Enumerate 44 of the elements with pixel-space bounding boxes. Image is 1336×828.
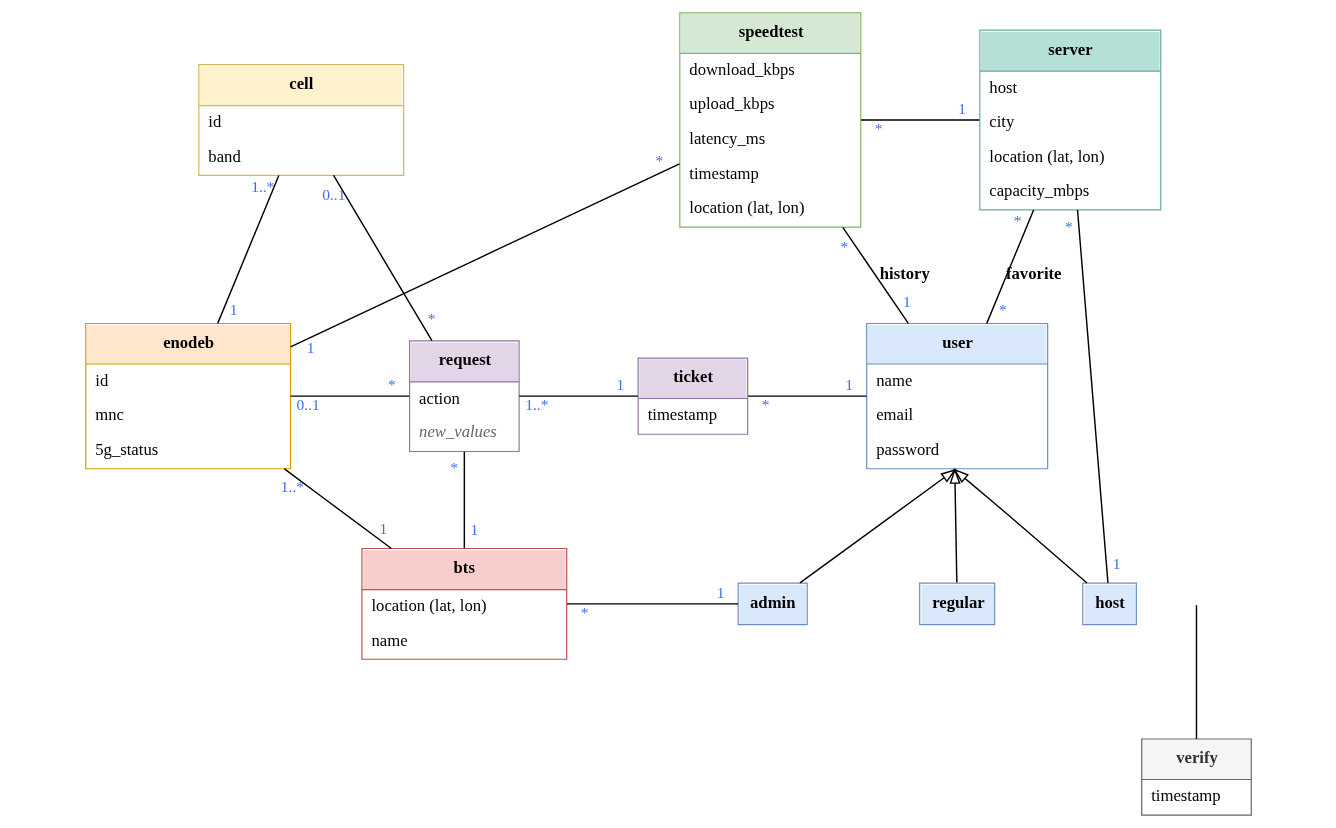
label: 0..1 [321,185,345,203]
connector [985,209,1034,325]
label: * [1064,218,1073,236]
connector [332,174,433,342]
edge-label: history [879,263,930,283]
label: 1 [616,376,624,394]
connector [216,174,280,325]
label: 1 [844,376,853,394]
label: * [449,459,458,477]
label: * [998,301,1007,319]
connector [1076,209,1109,584]
label: 1 [716,583,724,601]
label: 1 [1112,554,1120,572]
edge-label: favorite [1005,263,1061,283]
connector [289,163,680,348]
label: 1 [306,338,315,356]
connector [859,119,980,121]
label: 1..* [250,177,274,195]
label: * [1013,212,1021,230]
label: 1..* [524,396,548,414]
label: * [839,237,848,255]
label: 1 [470,520,478,538]
label: 1..* [280,477,304,495]
connector [1195,604,1197,740]
connector [463,451,465,549]
connector [746,395,867,397]
label: * [580,604,588,622]
connector [565,603,739,605]
connector [283,468,392,550]
label: 0..1 [296,396,320,414]
connector [518,395,639,397]
label: 1 [902,293,911,311]
label: 1 [379,519,387,537]
label: 1 [957,99,966,117]
label: * [874,120,882,138]
label: * [427,310,436,328]
connector [841,226,909,325]
label: * [654,152,663,170]
label: * [387,376,396,394]
arrow [798,468,957,584]
label: 1 [229,301,238,319]
connector [289,395,410,397]
label: * [761,396,770,414]
arrow [952,468,1088,584]
